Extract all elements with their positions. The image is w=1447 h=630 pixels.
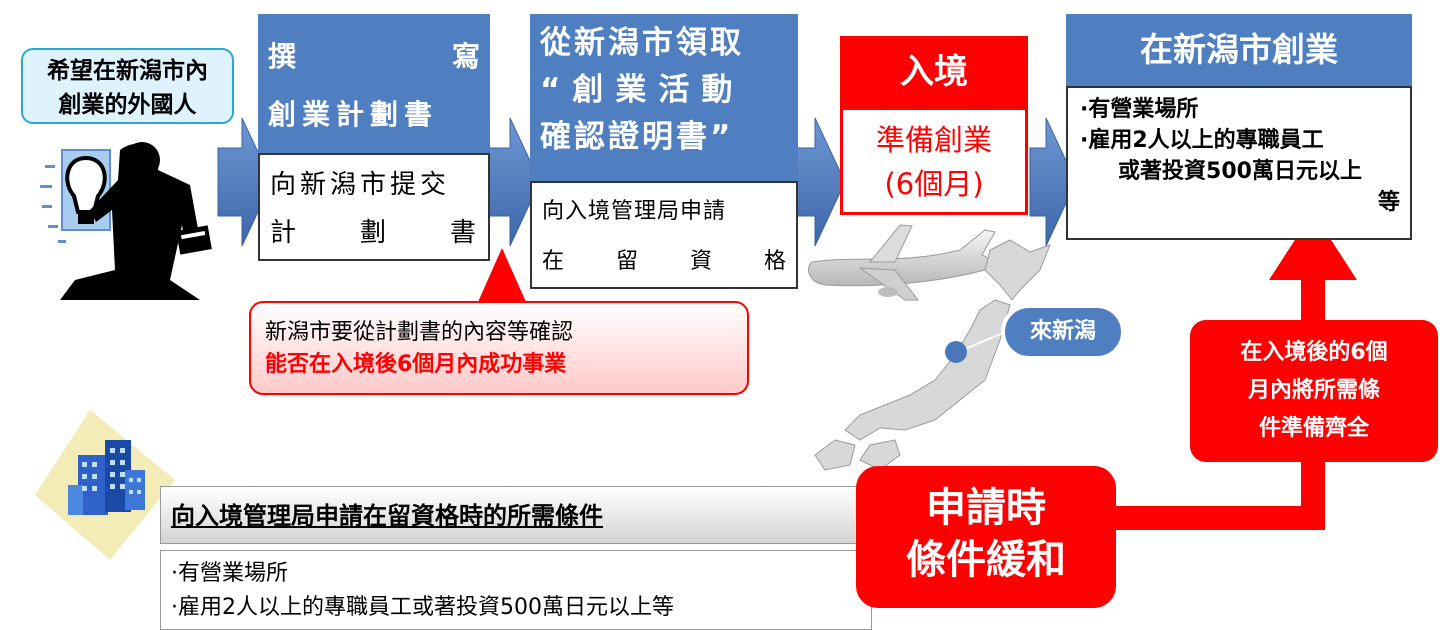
step-entry-body: 準備創業 (6個月)	[840, 107, 1028, 215]
relaxed-line2: 條件緩和	[906, 537, 1066, 583]
relaxed-conditions-badge: 申請時 條件緩和	[856, 466, 1116, 608]
step-entry-header: 入境	[840, 36, 1028, 108]
six-month-note-line3: 件準備齊全	[1258, 416, 1369, 441]
building-icon	[35, 410, 175, 560]
businessman-with-lightbulb-icon	[40, 142, 212, 300]
six-month-note: 在入境後的6個 月內將所需條 件準備齊全	[1190, 320, 1438, 462]
callout-pointer	[478, 248, 526, 302]
step-certificate-header-line2: “創業活動	[540, 72, 745, 108]
city-check-callout: 新潟市要從計劃書的內容等確認 能否在入境後6個月內成功事業	[249, 301, 749, 395]
step-certificate-body-line2: 在 留 資 格	[542, 249, 786, 274]
city-check-line2: 能否在入境後6個月內成功事業	[265, 352, 567, 377]
step-entry-body-line2: (6個月)	[884, 167, 984, 201]
step-certificate-header-line3: 確認證明書”	[540, 119, 734, 155]
relaxed-line1: 申請時	[926, 485, 1046, 531]
foreigner-label-line1: 希望在新潟市內	[47, 58, 208, 84]
step-plan-header: 撰 寫 創業計劃書	[258, 14, 490, 154]
step-business-body: ·有營業場所 ·雇用2人以上的專職員工 或著投資500萬日元以上 等	[1066, 86, 1412, 240]
step-business-item-3: 或著投資500萬日元以上	[1118, 159, 1362, 184]
map-label: 來新潟	[1029, 319, 1096, 344]
step-entry-body-line1: 準備創業	[875, 123, 992, 157]
airplane-icon	[808, 224, 996, 301]
step-plan-header-line1: 撰 寫	[268, 40, 480, 73]
step-certificate-header: 從新潟市領取 “創業活動 確認證明書”	[530, 14, 798, 182]
step-plan-body-line2: 計 劃 書	[270, 218, 476, 248]
step-plan-header-line2: 創業計劃書	[268, 98, 439, 131]
requirements-title: 向入境管理局申請在留資格時的所需條件	[171, 502, 603, 530]
requirements-item-1: ·有營業場所	[171, 561, 288, 586]
step-business-item-2: ·雇用2人以上的專職員工	[1080, 128, 1324, 153]
requirements-item-2: ·雇用2人以上的專職員工或著投資500萬日元以上等	[171, 595, 674, 620]
foreigner-label: 希望在新潟市內 創業的外國人	[21, 48, 234, 124]
step-certificate-body-line1: 向入境管理局申請	[542, 199, 727, 224]
step-plan-body: 向新潟市提交 計 劃 書	[258, 153, 490, 261]
requirements-title-bar: 向入境管理局申請在留資格時的所需條件	[160, 486, 860, 544]
step-business-item-1: ·有營業場所	[1080, 97, 1199, 122]
step-plan-body-line1: 向新潟市提交	[270, 170, 451, 200]
requirements-list: ·有營業場所 ·雇用2人以上的專職員工或著投資500萬日元以上等	[160, 550, 872, 630]
flow-arrow-2	[487, 117, 541, 247]
six-month-note-line1: 在入境後的6個	[1240, 340, 1388, 365]
city-check-line1: 新潟市要從計劃書的內容等確認	[265, 320, 574, 345]
flow-arrow-3	[796, 117, 846, 247]
japan-map-icon	[814, 239, 1051, 471]
flow-arrow-1	[217, 117, 273, 247]
step-business-item-4: 等	[1377, 190, 1400, 215]
step-certificate-header-line1: 從新潟市領取	[540, 25, 744, 61]
foreigner-label-line2: 創業的外國人	[58, 92, 197, 118]
six-month-note-line2: 月內將所需條	[1247, 378, 1380, 403]
step-business-header: 在新潟市創業	[1066, 14, 1412, 86]
map-label-bubble	[1001, 304, 1125, 360]
flow-arrow-4	[1029, 117, 1077, 247]
step-certificate-body: 向入境管理局申請 在 留 資 格	[530, 181, 798, 289]
